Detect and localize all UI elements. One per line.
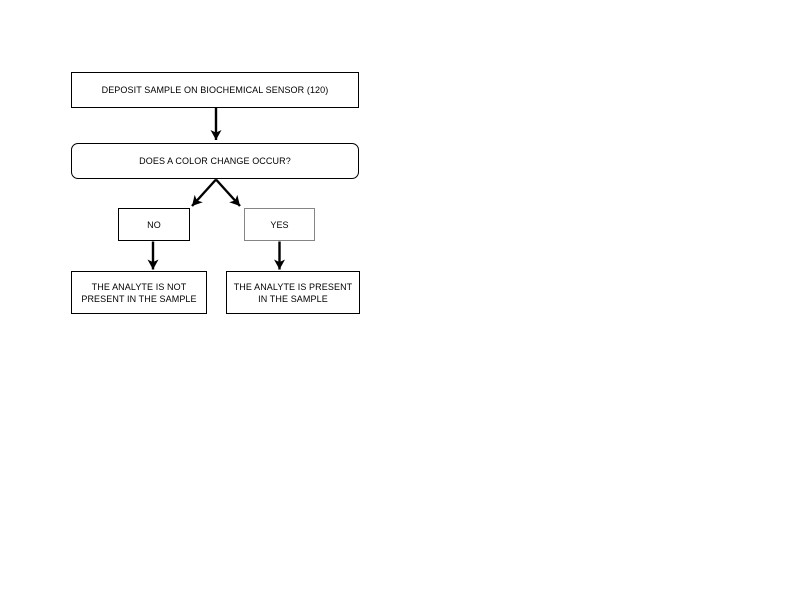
node-analyte-present: THE ANALYTE IS PRESENT IN THE SAMPLE [226,271,360,314]
arrow-question-to-no [191,178,217,207]
node-color-change-question-label: DOES A COLOR CHANGE OCCUR? [139,156,291,166]
node-yes-label: YES [270,219,289,230]
node-yes: YES [244,208,315,241]
node-color-change-question: DOES A COLOR CHANGE OCCUR? [71,143,359,179]
node-no: NO [118,208,190,241]
node-deposit-sample: DEPOSIT SAMPLE ON BIOCHEMICAL SENSOR (12… [71,72,359,108]
node-analyte-not-present: THE ANALYTE IS NOT PRESENT IN THE SAMPLE [71,271,207,314]
arrow-question-to-yes [215,178,241,207]
node-analyte-present-label: THE ANALYTE IS PRESENT IN THE SAMPLE [233,281,353,304]
node-deposit-sample-label: DEPOSIT SAMPLE ON BIOCHEMICAL SENSOR (12… [101,85,329,95]
node-no-label: NO [147,219,161,230]
node-analyte-not-present-label: THE ANALYTE IS NOT PRESENT IN THE SAMPLE [81,281,197,304]
